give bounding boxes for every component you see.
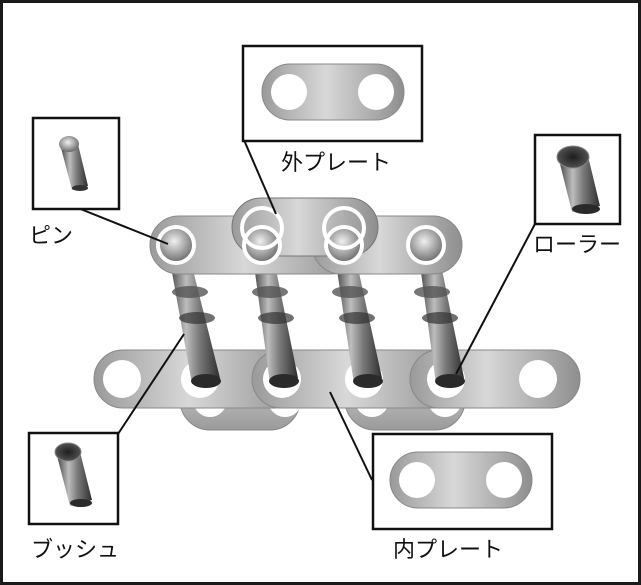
chain-cylinders — [168, 250, 465, 388]
bushing-callout — [27, 431, 120, 526]
inner-plate-label: 内プレート — [393, 538, 503, 563]
outer-plate-callout — [241, 44, 424, 143]
leader-bushing — [117, 333, 185, 435]
leader-inner-plate — [329, 391, 373, 481]
leader-roller — [455, 221, 537, 375]
leader-lines — [77, 139, 537, 481]
leader-pin — [77, 207, 169, 245]
pin-callout — [31, 116, 121, 211]
bushing-label: ブッシュ — [31, 538, 119, 563]
outer-plates-upper — [149, 197, 463, 275]
roller-label: ローラー — [533, 233, 621, 258]
outer-plate-label: 外プレート — [281, 151, 391, 176]
roller-callout — [533, 133, 622, 226]
pin-label: ピン — [29, 224, 73, 249]
leader-outer-plate — [243, 139, 277, 215]
inner-plate-callout — [371, 432, 554, 531]
